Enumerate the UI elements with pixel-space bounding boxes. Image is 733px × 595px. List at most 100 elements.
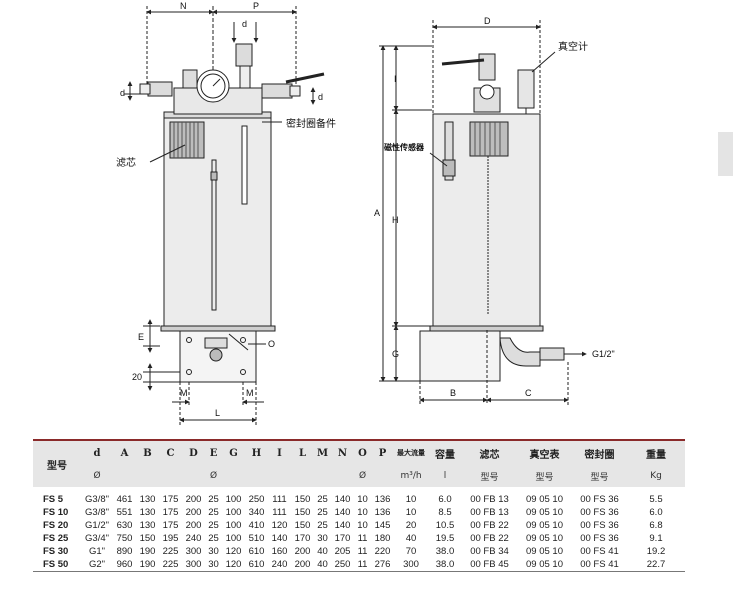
- unit-flow: m³/h: [394, 465, 428, 487]
- table-cell: 175: [162, 507, 179, 518]
- table-cell: 111: [272, 507, 287, 518]
- dim-label-c: C: [525, 388, 532, 398]
- table-cell: 25: [208, 507, 219, 518]
- table-cell: 00 FS 41: [580, 546, 619, 557]
- spec-table-container: 型号 d A B C D E G H I L M N O P 最大流量 容量 滤…: [33, 439, 685, 572]
- table-cell: 00 FS 36: [580, 520, 619, 531]
- table-cell: 120: [222, 558, 245, 572]
- table-cell: 40: [314, 558, 331, 572]
- table-cell: 30: [317, 533, 328, 544]
- table-cell: 300: [185, 546, 202, 557]
- table-cell: 00 FS 36: [580, 494, 619, 505]
- table-cell: 410: [248, 520, 265, 531]
- unit-d: Ø: [81, 465, 113, 487]
- dim-label-m-left: M: [180, 388, 188, 398]
- table-cell: 100: [225, 520, 242, 531]
- dim-label-m-right: M: [246, 388, 254, 398]
- table-cell: 225: [159, 558, 182, 572]
- table-cell: 140: [271, 533, 288, 544]
- left-view: [124, 6, 325, 425]
- table-cell: 19.5: [435, 533, 455, 544]
- table-cell: 170: [294, 533, 311, 544]
- unit-o: Ø: [354, 465, 371, 487]
- col-header-g: G: [222, 439, 245, 465]
- table-cell: 610: [248, 546, 265, 557]
- col-header-m: M: [314, 439, 331, 465]
- spec-table: 型号 d A B C D E G H I L M N O P 最大流量 容量 滤…: [33, 439, 685, 572]
- table-cell: 6.8: [649, 520, 663, 531]
- dim-label-h: H: [392, 215, 399, 225]
- table-cell: 225: [162, 546, 179, 557]
- dim-label-i: I: [394, 74, 397, 84]
- dim-label-20: 20: [132, 372, 142, 382]
- table-cell: 25: [208, 494, 219, 505]
- table-cell: 300: [394, 558, 428, 572]
- dim-label-d-width: D: [484, 16, 491, 26]
- table-cell: 09 05 10: [526, 507, 563, 518]
- table-cell: 120: [225, 546, 242, 557]
- table-cell: 25: [317, 494, 328, 505]
- table-cell: 220: [374, 546, 391, 557]
- table-cell: 750: [116, 533, 133, 544]
- table-cell: 130: [139, 520, 156, 531]
- table-cell: 40: [405, 533, 417, 544]
- table-cell: 09 05 10: [517, 558, 572, 572]
- table-cell: 10: [405, 507, 417, 518]
- table-cell: 200: [185, 520, 202, 531]
- table-cell: 25: [208, 533, 219, 544]
- table-cell: 40: [317, 546, 328, 557]
- col-header-capacity: 容量: [428, 439, 462, 465]
- table-cell: 150: [294, 507, 311, 518]
- col-header-model: 型号: [33, 439, 81, 487]
- col-header-seal: 密封圈: [572, 439, 627, 465]
- table-cell: 11: [357, 533, 368, 544]
- model-cell: FS 50: [33, 558, 81, 572]
- table-cell: 09 05 10: [526, 520, 563, 531]
- table-cell: 00 FB 34: [470, 546, 509, 557]
- table-cell: 150: [139, 533, 156, 544]
- dim-label-p: P: [253, 1, 259, 11]
- col-header-weight: 重量: [627, 439, 685, 465]
- model-cell: FS 5: [43, 494, 64, 505]
- table-cell: 510: [248, 533, 265, 544]
- unit-e: Ø: [205, 465, 222, 487]
- col-header-l: L: [291, 439, 314, 465]
- model-cell: FS 20: [43, 520, 69, 531]
- table-cell: 09 05 10: [526, 533, 563, 544]
- table-cell: 38.0: [428, 558, 462, 572]
- dim-label-g: G: [392, 349, 399, 359]
- col-header-o: O: [354, 439, 371, 465]
- table-cell: G1": [88, 546, 106, 557]
- table-cell: 250: [331, 558, 354, 572]
- label-filter-element: 滤芯: [116, 156, 136, 169]
- table-cell: 140: [334, 520, 351, 531]
- label-seal-spare: 密封圈备件: [286, 117, 336, 130]
- table-cell: 130: [139, 507, 156, 518]
- table-cell: 00 FB 22: [470, 533, 509, 544]
- table-cell: 205: [334, 546, 351, 557]
- col-header-b: B: [136, 439, 159, 465]
- unit-filter: 型号: [462, 465, 517, 487]
- unit-capacity: l: [428, 465, 462, 487]
- table-cell: 11: [354, 558, 371, 572]
- table-cell: 10: [357, 520, 368, 531]
- table-cell: 140: [334, 494, 351, 505]
- table-cell: 11: [357, 546, 368, 557]
- table-cell: 300: [182, 558, 205, 572]
- dim-label-e: E: [138, 332, 144, 342]
- table-cell: 120: [271, 520, 288, 531]
- dim-label-l: L: [215, 408, 220, 418]
- table-cell: 180: [374, 533, 391, 544]
- thread-label-g12: G1/2": [592, 349, 615, 359]
- table-cell: 10: [357, 494, 368, 505]
- table-cell: 461: [116, 494, 133, 505]
- table-cell: 00 FS 36: [580, 507, 619, 518]
- table-cell: G3/4": [85, 533, 109, 544]
- table-cell: 136: [374, 494, 391, 505]
- col-header-filter: 滤芯: [462, 439, 517, 465]
- table-cell: 6.0: [438, 494, 452, 505]
